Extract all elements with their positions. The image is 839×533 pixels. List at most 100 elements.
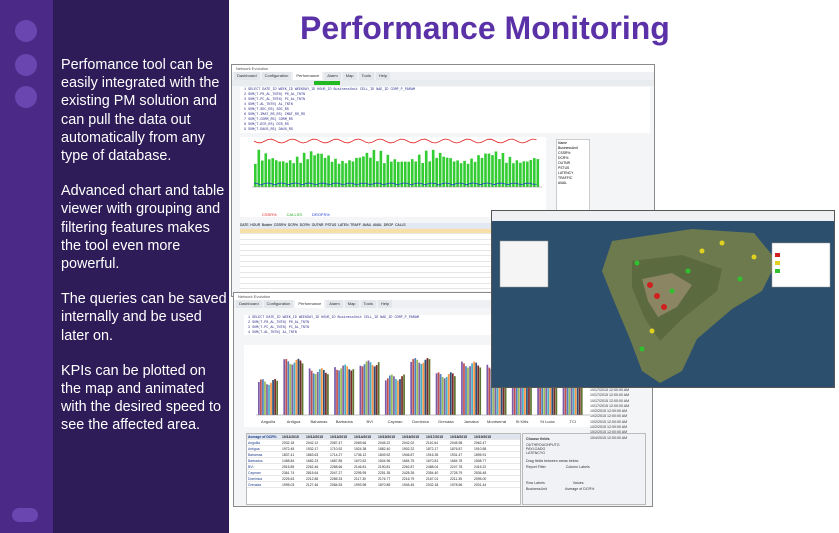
chart-bar <box>346 366 349 415</box>
pivot-hint: Drag fields between areas below: <box>526 459 580 463</box>
table-cell: 2190.81 <box>378 465 391 469</box>
pivot-values[interactable]: Values <box>572 481 584 485</box>
timeline-item[interactable]: 10/17/2015 12:00:00 AM <box>590 398 630 403</box>
table-row[interactable] <box>240 245 496 251</box>
chart-bar <box>388 375 391 415</box>
pivot-field[interactable]: OUTHROUGHPUTG <box>526 443 560 447</box>
table-cell: 2361.74 <box>282 471 295 475</box>
chart-bar <box>344 163 348 187</box>
field-item[interactable]: OUTNR <box>558 161 571 165</box>
average-table[interactable]: Average of DCR% 10/11/2015 10/12/2015 10… <box>246 433 521 505</box>
table-row[interactable] <box>240 284 496 289</box>
tab-dashboard[interactable]: Dashboard <box>236 300 262 308</box>
table-cell: 2042.12 <box>306 441 319 445</box>
pivot-value-value[interactable]: Average of DCR% <box>564 487 595 491</box>
chart-bar <box>371 365 374 415</box>
table-row[interactable] <box>240 256 496 262</box>
tab-tools[interactable]: Tools <box>360 300 376 308</box>
field-item[interactable]: PSTUS <box>558 166 570 170</box>
tab-map[interactable]: Map <box>344 300 359 308</box>
timeline-item[interactable]: 10/2/2015 12:00:00 AM <box>590 414 628 419</box>
field-list[interactable]: Name BusinessUnit CSSR% DCR% OUTNR PSTUS… <box>556 139 590 213</box>
timeline-item[interactable]: 10/17/2015 12:00:00 AM <box>590 388 630 392</box>
tab-configuration[interactable]: Configuration <box>261 72 292 80</box>
timeline-item[interactable]: 10/2/2015 12:00:00 AM <box>590 425 628 430</box>
table-row[interactable] <box>240 262 496 267</box>
timeline-item[interactable]: 10/17/2015 12:00:00 AM <box>590 403 630 408</box>
tab-performance[interactable]: Performance <box>295 300 325 308</box>
chart-bar <box>424 359 427 415</box>
table-row[interactable] <box>240 251 496 256</box>
performance-window-top: Network Evolution Dashboard Configuratio… <box>231 64 655 297</box>
tab-help[interactable]: Help <box>375 72 391 80</box>
field-item[interactable]: DCR% <box>558 156 569 160</box>
table-row[interactable] <box>240 234 496 240</box>
chart-bar <box>271 158 275 187</box>
tab-alarm[interactable]: Alarm <box>326 300 343 308</box>
chart-bar <box>397 161 400 187</box>
map-window[interactable] <box>491 210 835 388</box>
table-cell: 1916.35 <box>426 453 439 457</box>
pivot-field[interactable]: PAYLOADG <box>526 447 546 451</box>
table-row[interactable] <box>240 273 496 278</box>
table-cell: 2110.64 <box>426 441 439 445</box>
pivot-column-labels[interactable]: Column Labels <box>565 465 590 469</box>
run-query-button[interactable] <box>314 81 340 85</box>
field-item[interactable]: CSSR% <box>558 151 571 155</box>
tab-performance[interactable]: Performance <box>293 72 323 80</box>
field-item[interactable]: AVAIL <box>558 181 568 185</box>
animation-timeline[interactable]: 10/17/2015 12:00:00 AM 10/17/2015 12:00:… <box>590 388 660 441</box>
table-row[interactable] <box>240 228 496 234</box>
timeline-item[interactable]: 10/2/2015 12:00:00 AM <box>590 419 628 424</box>
table-row[interactable] <box>240 278 496 284</box>
chart-bar <box>498 159 501 187</box>
field-item[interactable]: TRAFFIC <box>558 176 573 180</box>
tab-configuration[interactable]: Configuration <box>263 300 294 308</box>
tab-help[interactable]: Help <box>377 300 393 308</box>
timeline-item[interactable]: 10/17/2015 12:00:00 AM <box>590 393 630 398</box>
table-cell: 1837.41 <box>282 453 295 457</box>
row-label: BVI <box>248 465 254 469</box>
timeline-item[interactable]: 10/4/2015 12:00:00 AM <box>590 435 628 440</box>
table-cell: 1863.63 <box>306 453 319 457</box>
pivot-field[interactable]: LATENCYG <box>526 451 546 455</box>
field-item[interactable]: Name <box>558 141 568 145</box>
table-row[interactable] <box>240 267 496 273</box>
field-item[interactable]: BusinessUnit <box>558 146 578 150</box>
timeline-item[interactable]: 10/2/2015 12:00:00 AM <box>590 430 628 435</box>
field-item[interactable]: LATENCY <box>558 171 574 175</box>
pivot-field-chooser[interactable]: Choose fields OUTHROUGHPUTG PAYLOADG LAT… <box>522 433 646 505</box>
pivot-area-values: BusinessUnit Average of DCR% <box>526 487 642 491</box>
results-grid[interactable]: DATE HOUR Busine CSSR% DCR% DCR% OUTNR P… <box>240 223 496 291</box>
paragraph-saved-queries: The queries can be saved internally and … <box>61 291 227 344</box>
table-row[interactable] <box>240 240 496 245</box>
sql-editor[interactable]: 1 SELECT DATE_ID WEEK_ID WEEKDAY_ID HOUR… <box>240 87 650 133</box>
chart-bar <box>513 376 516 415</box>
pivot-row-value[interactable]: BusinessUnit <box>526 487 547 491</box>
pivot-row-labels[interactable]: Row Labels <box>526 481 545 485</box>
chart-bar <box>449 372 452 415</box>
tab-map[interactable]: Map <box>342 72 357 80</box>
chart-bar <box>390 161 393 187</box>
chart-bar <box>363 364 366 415</box>
table-cell: 1895.91 <box>474 453 487 457</box>
chart-bar <box>445 376 448 415</box>
satellite-map[interactable] <box>492 221 835 388</box>
tab-alarm[interactable]: Alarm <box>324 72 341 80</box>
sql-editor[interactable]: 1 SELECT DATE_ID WEEK_ID WEEKDAY_ID HOUR… <box>244 315 494 335</box>
table-cell: 1654.78 <box>450 459 463 463</box>
chart-bar <box>365 361 368 415</box>
tab-tools[interactable]: Tools <box>358 72 374 80</box>
chart-bar <box>443 378 446 415</box>
pivot-report-filter[interactable]: Report Filter <box>526 465 546 469</box>
tab-dashboard[interactable]: Dashboard <box>234 72 260 80</box>
timeline-item[interactable]: 10/2/2015 12:00:00 AM <box>590 409 628 414</box>
